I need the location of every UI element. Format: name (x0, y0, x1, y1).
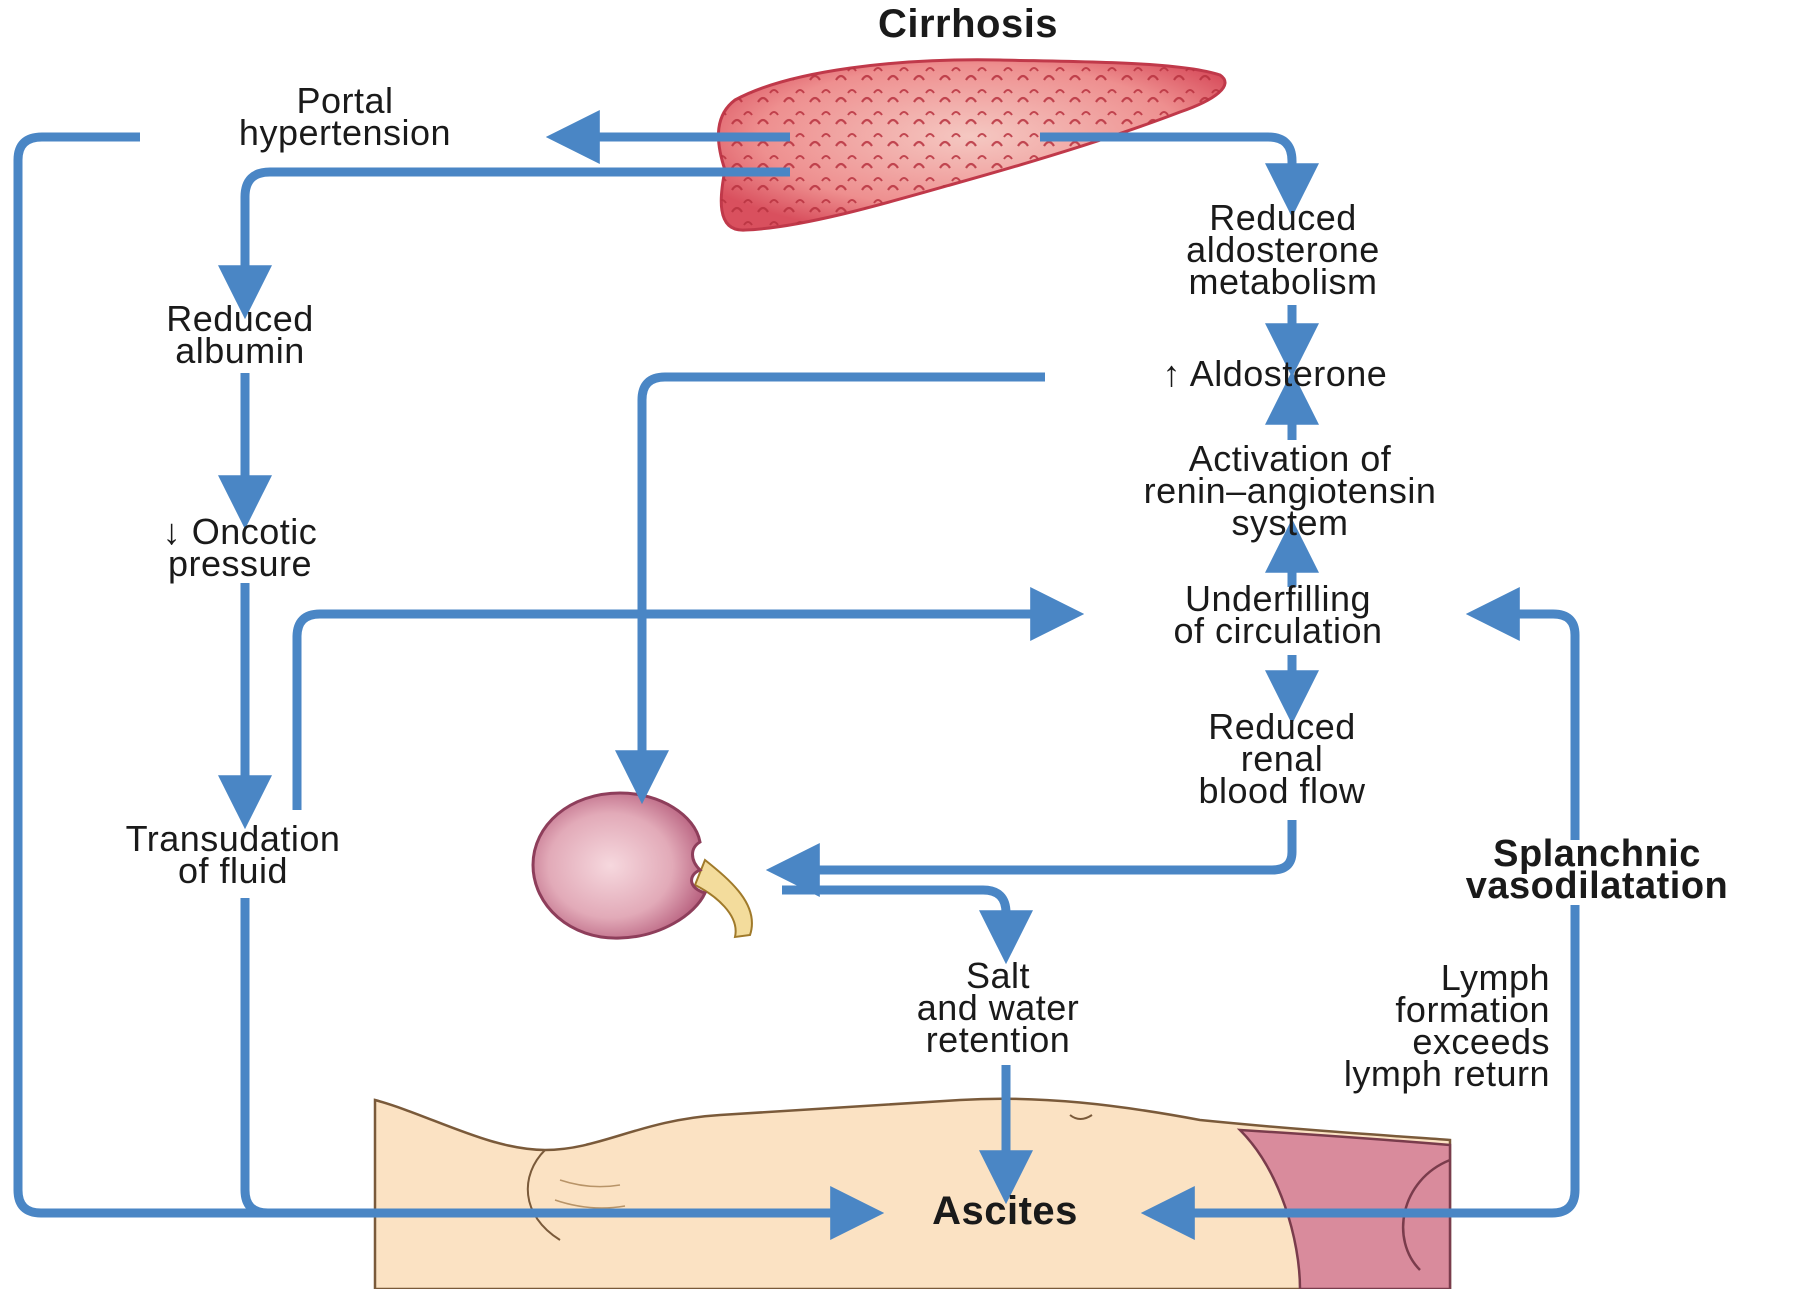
arrow-renal-flow-to-kidney (800, 820, 1292, 870)
title-cirrhosis: Cirrhosis (878, 8, 1058, 40)
liver-illustration (718, 60, 1225, 230)
node-portal-hypertension: Portal hypertension (239, 85, 451, 149)
node-text: system (1144, 507, 1437, 539)
arrow-kidney-to-salt-water (782, 890, 1006, 930)
node-text: retention (917, 1024, 1080, 1056)
node-text: albumin (166, 335, 314, 367)
node-reduced-renal-flow: Reduced renal blood flow (1198, 711, 1365, 807)
kidney-illustration (533, 793, 752, 938)
node-splanchnic-vasodilatation: Splanchnic vasodilatation (1466, 838, 1729, 902)
node-text: hypertension (239, 117, 451, 149)
node-salt-water-retention: Salt and water retention (917, 960, 1080, 1056)
node-oncotic-pressure: ↓ Oncotic pressure (163, 516, 318, 580)
node-reduced-albumin: Reduced albumin (166, 303, 314, 367)
node-text: metabolism (1186, 266, 1380, 298)
node-text: of fluid (126, 855, 341, 887)
node-reduced-aldosterone-metabolism: Reduced aldosterone metabolism (1186, 202, 1380, 298)
node-lymph: Lymph formation exceeds lymph return (1190, 962, 1550, 1090)
node-text: pressure (163, 548, 318, 580)
node-text: lymph return (1190, 1058, 1550, 1090)
arrow-liver-to-reduced-albumin (245, 172, 790, 285)
arrow-transudation-to-underfilling (297, 614, 1050, 810)
abdomen-illustration (375, 1099, 1450, 1289)
node-transudation: Transudation of fluid (126, 823, 341, 887)
node-text: blood flow (1198, 775, 1365, 807)
node-text: of circulation (1173, 615, 1382, 647)
node-underfilling: Underfilling of circulation (1173, 583, 1382, 647)
node-text: vasodilatation (1466, 870, 1729, 902)
arrow-splanchnic-to-underfilling (1500, 614, 1575, 840)
node-ascites: Ascites (932, 1195, 1078, 1227)
node-renin-angiotensin: Activation of renin–angiotensin system (1144, 443, 1437, 539)
node-text: ↑ Aldosterone (1163, 358, 1388, 390)
arrow-aldosterone-to-kidney (642, 377, 1045, 770)
node-aldosterone: ↑ Aldosterone (1163, 358, 1388, 390)
